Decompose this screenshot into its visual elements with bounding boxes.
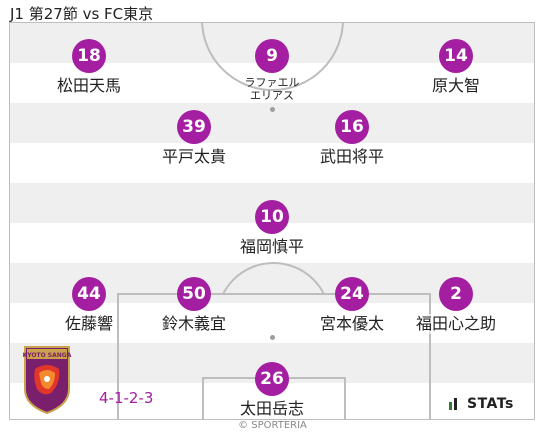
player-card[interactable]: 2 福田心之助 (401, 277, 511, 334)
player-card[interactable]: 39 平戸太貴 (139, 110, 249, 167)
player-card[interactable]: 18 松田天馬 (34, 39, 144, 96)
player-card[interactable]: 24 宮本優太 (297, 277, 407, 334)
player-name: 武田将平 (317, 147, 386, 167)
club-crest-icon: KYOTO SANGA (23, 346, 72, 415)
player-card[interactable]: 50 鈴木義宜 (139, 277, 249, 334)
player-name: 福岡慎平 (237, 237, 306, 257)
penalty-spot (270, 335, 275, 340)
player-number: 26 (255, 362, 289, 396)
crest-text: KYOTO SANGA (23, 352, 72, 359)
center-spot-top (270, 107, 275, 112)
player-card[interactable]: 44 佐藤響 (34, 277, 144, 334)
stats-brand: STATs (467, 396, 514, 412)
player-number: 10 (255, 200, 289, 234)
player-name: 原大智 (429, 76, 482, 96)
player-number: 14 (439, 39, 473, 73)
player-card[interactable]: 9 ラファエル エリアス (217, 39, 327, 103)
match-title: J1 第27節 vs FC東京 (10, 5, 154, 23)
player-number: 50 (177, 277, 211, 311)
player-name: 松田天馬 (54, 76, 123, 96)
player-number: 18 (72, 39, 106, 73)
player-name: 太田岳志 (237, 399, 306, 419)
player-number: 24 (335, 277, 369, 311)
player-name: 福田心之助 (413, 314, 498, 334)
player-card[interactable]: 26 太田岳志 (217, 362, 327, 419)
player-number: 44 (72, 277, 106, 311)
stats-logo-icon (449, 398, 457, 410)
player-name: 佐藤響 (62, 314, 115, 334)
player-number: 16 (335, 110, 369, 144)
player-card[interactable]: 16 武田将平 (297, 110, 407, 167)
player-number: 9 (255, 39, 289, 73)
player-card[interactable]: 10 福岡慎平 (217, 200, 327, 257)
formation-label: 4-1-2-3 (99, 389, 154, 407)
player-name: ラファエル エリアス (244, 76, 300, 102)
player-number: 2 (439, 277, 473, 311)
player-card[interactable]: 14 原大智 (401, 39, 511, 96)
player-name: 平戸太貴 (159, 147, 228, 167)
player-name: 宮本優太 (317, 314, 386, 334)
player-number: 39 (177, 110, 211, 144)
credit-text: © SPORTERIA (238, 420, 307, 431)
player-name: 鈴木義宜 (159, 314, 228, 334)
pitch: 18 松田天馬 9 ラファエル エリアス 14 原大智 39 平戸太貴 16 武… (9, 22, 535, 420)
penalty-area (117, 293, 431, 419)
